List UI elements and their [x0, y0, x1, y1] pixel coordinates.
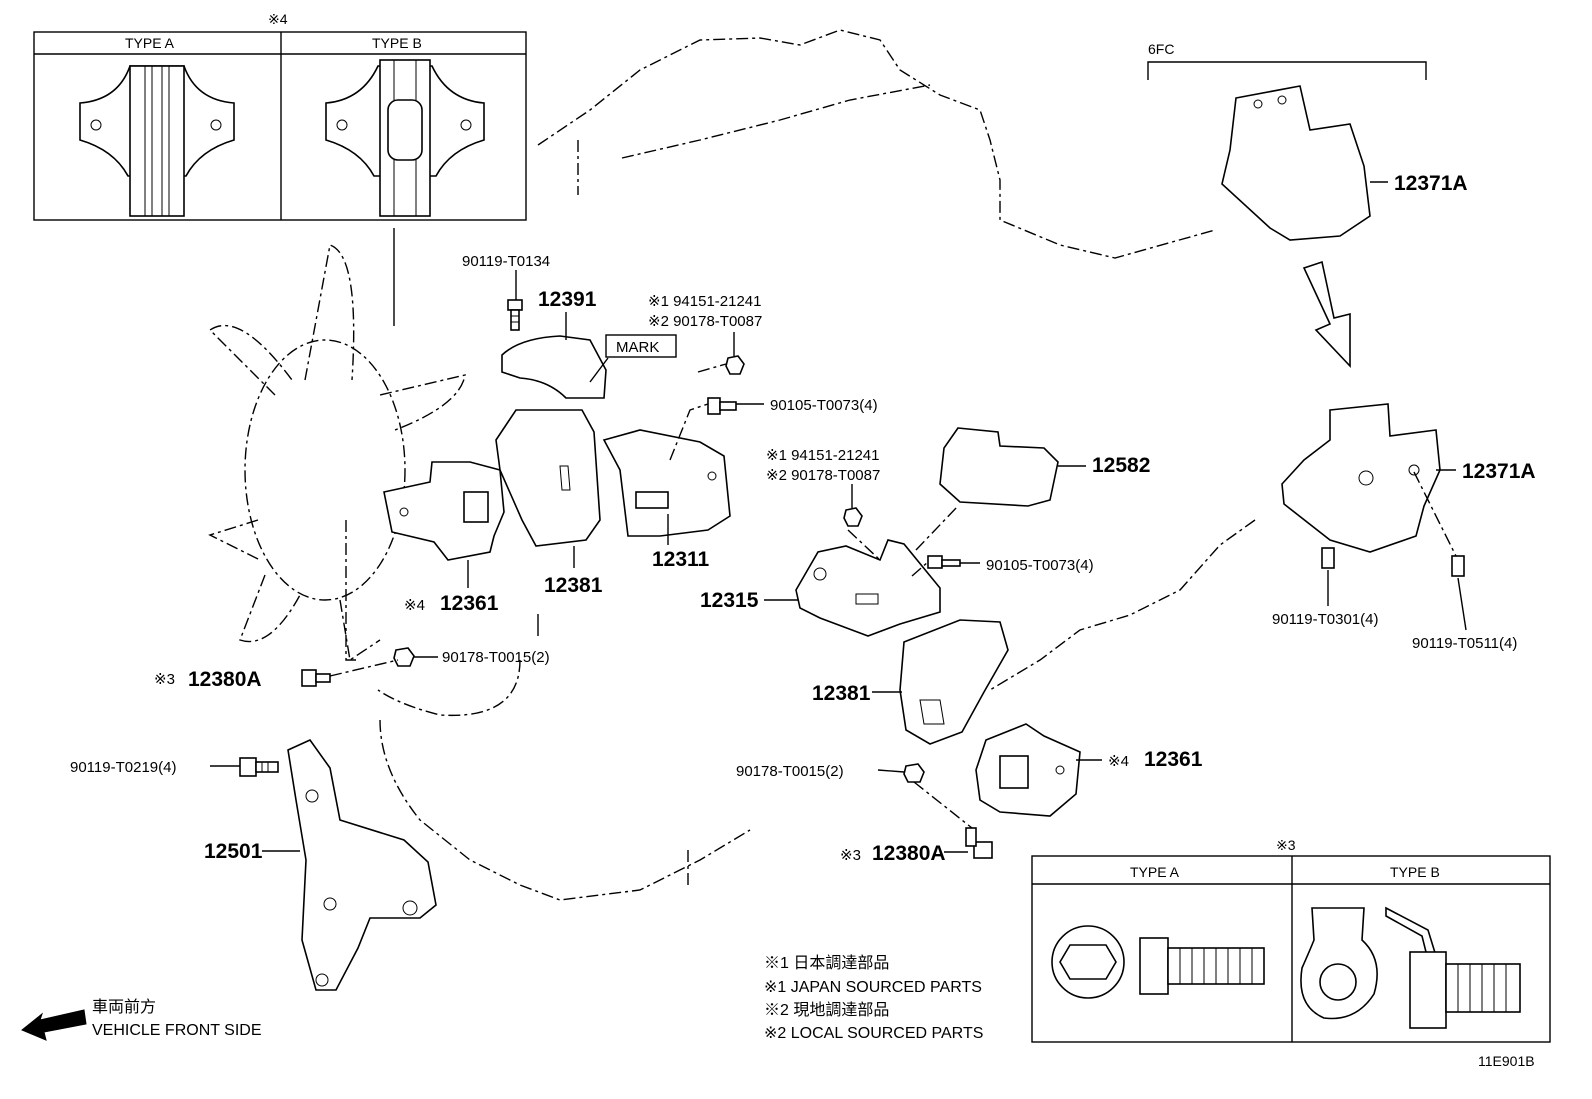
label-12371A-top: 12371A [1394, 172, 1468, 195]
legend-line-2: ※1 JAPAN SOURCED PARTS [764, 979, 982, 996]
label-90119-T0134: 90119-T0134 [462, 253, 550, 270]
inset-top-type-a: TYPE A [125, 35, 175, 51]
label-90119-T0219: 90119-T0219(4) [70, 759, 176, 776]
variant-6fc-assembled [1281, 403, 1465, 577]
legend-line-3: ※2 現地調達部品 [764, 1001, 889, 1019]
nut-90178-T0015-left-drawing [393, 647, 415, 667]
label-12582: 12582 [1092, 454, 1150, 477]
front-label-jp: 車両前方 [92, 998, 156, 1016]
bracket-12315-drawing [795, 539, 941, 637]
bolt-90119-T0134-drawing [507, 299, 523, 331]
cooling-fan-outline [208, 244, 466, 662]
label-12361-left: 12361 [440, 592, 499, 615]
front-label-en: VEHICLE FRONT SIDE [92, 1022, 262, 1039]
insulator-type-a-drawing [79, 65, 235, 217]
label-90105-T0073-right: 90105-T0073(4) [986, 557, 1094, 574]
label-90178-T0015-left: 90178-T0015(2) [442, 649, 550, 666]
figure-id: 11E901B [1478, 1053, 1535, 1069]
leader-lines [210, 181, 1467, 853]
bracket-12501-drawing [287, 738, 437, 991]
label-12381-left: 12381 [544, 574, 603, 597]
label-90119-T0511: 90119-T0511(4) [1412, 635, 1517, 652]
label-note1-left: ※1 94151-21241 [648, 293, 762, 310]
inset-bottom-right: ※3 TYPE A TYPE B [1031, 837, 1551, 1043]
variant-label: 6FC [1148, 41, 1174, 57]
label-note2-right: ※2 90178-T0087 [766, 467, 880, 484]
label-note2-left: ※2 90178-T0087 [648, 313, 762, 330]
inset-top-mark: ※4 [268, 11, 288, 27]
inset-top-left: ※4 TYPE A TYPE B [33, 11, 527, 221]
insulator-type-b-drawing [325, 59, 485, 217]
inset-top-type-b: TYPE B [372, 35, 422, 51]
cover-12391-drawing [501, 335, 607, 399]
bolt-12380A-right-drawing [965, 827, 993, 859]
insulator-12361-right-drawing [975, 723, 1081, 817]
label-12380A-right-mark: ※3 [840, 847, 861, 864]
nut-90178-T0087-left-drawing [725, 355, 745, 375]
label-12381-right: 12381 [812, 682, 871, 705]
label-12380A-right: 12380A [872, 842, 946, 865]
vehicle-front-indicator: 車両前方 VEHICLE FRONT SIDE [21, 998, 262, 1041]
direction-arrow [1302, 260, 1351, 369]
cover-12582-drawing [939, 427, 1059, 507]
nut-90178-T0015-right-drawing [903, 763, 925, 783]
legend: ※1 日本調達部品 ※1 JAPAN SOURCED PARTS ※2 現地調達… [764, 954, 983, 1042]
label-12311: 12311 [652, 548, 710, 571]
insulator-12381-right-drawing [899, 619, 1009, 745]
bolt-type-a-drawing [1051, 925, 1265, 999]
insulator-12361-left-drawing [383, 461, 505, 561]
bolt-12380A-left-drawing [301, 669, 331, 687]
label-note1-right: ※1 94151-21241 [766, 447, 880, 464]
bracket-12311-drawing [602, 429, 731, 537]
bolt-90105-T0073-left-drawing [707, 397, 737, 415]
bolt-type-b-drawing [1300, 906, 1521, 1029]
legend-line-1: ※1 日本調達部品 [764, 954, 889, 972]
label-90119-T0301: 90119-T0301(4) [1272, 611, 1378, 628]
label-12361-left-mark: ※4 [404, 597, 425, 614]
inset-bottom-mark: ※3 [1276, 837, 1296, 853]
legend-line-4: ※2 LOCAL SOURCED PARTS [764, 1025, 983, 1042]
bolt-90105-T0073-right-drawing [927, 555, 961, 569]
inset-bottom-type-a: TYPE A [1130, 864, 1180, 880]
engine-outline [377, 29, 1256, 901]
mark-box-label: MARK [616, 339, 659, 356]
variant-6fc-bracket: 6FC [1147, 41, 1427, 241]
nut-90178-T0087-right-drawing [843, 507, 863, 527]
label-12361-right: 12361 [1144, 748, 1203, 771]
label-90178-T0015-right: 90178-T0015(2) [736, 763, 844, 780]
label-12380A-left: 12380A [188, 668, 262, 691]
front-arrow-icon [21, 1009, 87, 1041]
mark-box: MARK [605, 334, 677, 358]
callout-labels: 90119-T0134 12391 ※1 94151-21241 ※2 9017… [70, 172, 1536, 865]
label-12371A-bottom: 12371A [1462, 460, 1536, 483]
bolt-90119-T0219-drawing [239, 757, 279, 777]
label-12315: 12315 [700, 589, 759, 612]
label-12501: 12501 [204, 840, 263, 863]
label-12361-right-mark: ※4 [1108, 753, 1129, 770]
insulator-12381-left-drawing [495, 409, 601, 547]
label-12380A-left-mark: ※3 [154, 671, 175, 688]
label-90105-T0073-left: 90105-T0073(4) [770, 397, 878, 414]
label-12391: 12391 [538, 288, 597, 311]
inset-bottom-type-b: TYPE B [1390, 864, 1440, 880]
